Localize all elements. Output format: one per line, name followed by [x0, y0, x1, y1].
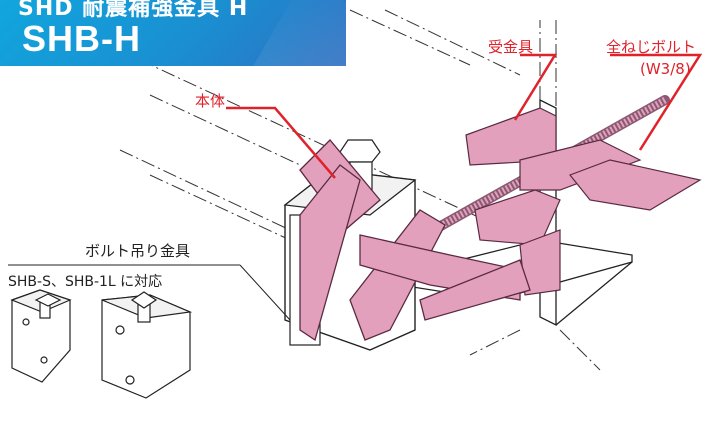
callout-bolt: 全ねじボルト [606, 38, 697, 56]
model-name: SHB-H [22, 18, 141, 59]
callout-body: 本体 [195, 92, 226, 110]
accessory-title: ボルト吊り金具 [85, 242, 191, 260]
series-title: SHD 耐震補強金具 H [18, 0, 249, 21]
callout-leaders [226, 53, 703, 179]
accessory-clamp-2 [101, 291, 193, 399]
pink-straps [299, 139, 531, 342]
callout-receiver: 受金具 [488, 38, 534, 56]
accessory-compat: SHB-S、SHB-1L に対応 [8, 274, 163, 290]
product-banner: SHD 耐震補強金具 H SHB-H [0, 0, 346, 66]
callout-bolt-size: (W3/8) [640, 60, 691, 78]
receiver-bracket [465, 107, 702, 296]
accessory-clamp-1 [10, 289, 72, 383]
note-leader [8, 264, 291, 321]
